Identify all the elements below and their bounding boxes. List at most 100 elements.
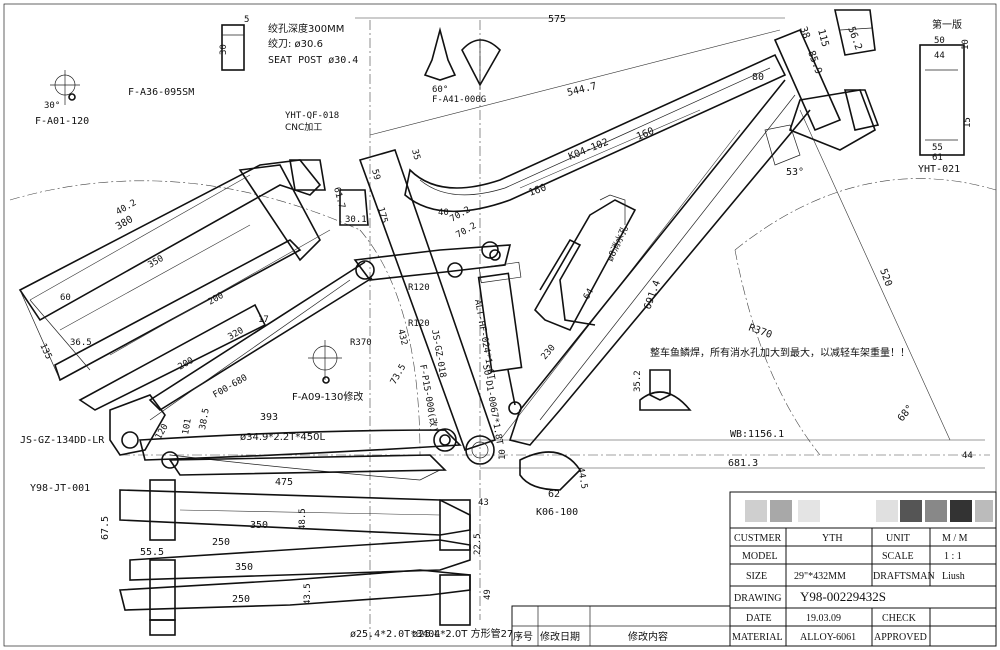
detail-yht021: 第一版 50 44 10 15 55 61 YHT-021 [918, 18, 973, 175]
rev-no-label: 序号 [513, 630, 533, 643]
swingarm-side-view: 40.2 380 350 60 135 36.5 200 200 320 17 [18, 159, 331, 411]
edition-label: 第一版 [932, 18, 962, 31]
dim-352: 35.2 [633, 370, 643, 392]
label-yhtqf: YHT-QF-018 [285, 111, 339, 121]
dim-r370b: R370 [350, 338, 372, 348]
dim-175: 175 [375, 206, 389, 224]
label-fa36: F-A36-095SM [128, 87, 194, 98]
tb-material-label: MATERIAL [732, 632, 783, 643]
detail-fa36: 5 30 F-A36-095SM [128, 15, 249, 98]
dim-10b: 10 [961, 39, 971, 50]
tb-size-value: 29"*432MM [794, 571, 846, 582]
dim-200a: 200 [207, 291, 226, 308]
tb-customer-value: YTH [822, 533, 843, 544]
dim-365: 36.5 [70, 338, 92, 348]
dim-301: 30.1 [345, 215, 367, 225]
tb-draftsman-label: DRAFTSMAN [873, 571, 935, 582]
detail-dropout: 35.2 [633, 369, 692, 411]
seat-notes: 绞孔深度300MM 绞刀: ø30.6 SEAT POST ø30.4 [268, 22, 358, 66]
label-yht021: YHT-021 [918, 164, 960, 175]
dim-575: 575 [548, 14, 566, 25]
dim-681: 681.3 [728, 458, 758, 469]
dim-r120a: R120 [408, 283, 430, 293]
dim-385: 38.5 [198, 407, 212, 430]
dim-49: 49 [483, 589, 493, 600]
dim-200b: 200 [177, 356, 196, 373]
wheelbase-dimensions: WB:1156.1 681.3 44 10 [480, 429, 985, 469]
label-tube349: JS-GZ-018 [429, 329, 447, 379]
dim-350c: 350 [235, 562, 253, 573]
dim-40: 40 [438, 208, 449, 218]
shock-absorber [477, 249, 523, 415]
seat-note-2: 绞刀: ø30.6 [268, 37, 323, 50]
dim-475: 475 [275, 477, 293, 488]
dim-702b: 70.2 [455, 221, 479, 241]
dim-62: 62 [548, 489, 560, 500]
dim-393: 393 [260, 412, 278, 423]
dim-250a: 250 [212, 537, 230, 548]
tb-drawing-label: DRAWING [734, 593, 782, 604]
dim-60: 60 [60, 293, 71, 303]
label-so01: ø8消水孔 [604, 224, 631, 263]
chainstay-top-view: 350 250 67.5 55.5 350 250 48.5 43.5 475 … [100, 477, 493, 636]
label-tube254b: ø34.9*2.2T*450L [240, 432, 325, 443]
tb-material-value: ALLOY-6061 [800, 632, 856, 643]
dim-435: 43.5 [303, 583, 313, 605]
dim-44: 44 [962, 451, 973, 461]
detail-fa01: 30° F-A01-120 [35, 70, 89, 127]
tb-draftsman-value: Liush [942, 571, 965, 582]
dim-432: 432 [395, 328, 409, 346]
dim-50: 50 [934, 36, 945, 46]
tb-drawing-value: Y98-00229432S [800, 589, 886, 604]
detail-yhtqf: YHT-QF-018 CNC加工 [285, 111, 369, 226]
label-jsgz134: JS-GZ-134DD-LR [20, 435, 105, 446]
detail-fa09: F-A09-130修改 [292, 340, 363, 403]
dim-44b: 44 [934, 51, 945, 61]
dim-115: 115 [815, 28, 830, 48]
dim-380: 380 [114, 214, 135, 233]
dim-60b: 60° [432, 85, 448, 95]
title-block: CUSTMER YTH UNIT M / M MODEL SCALE 1 : 1… [511, 491, 997, 647]
label-fa01: F-A01-120 [35, 116, 89, 127]
dim-17: 17 [258, 315, 269, 325]
dim-30b: 30° [44, 101, 60, 111]
tb-customer-label: CUSTMER [734, 533, 782, 544]
main-frame [358, 28, 880, 465]
tb-unit-value: M / M [942, 533, 968, 544]
dim-402: 40.2 [115, 198, 139, 218]
dim-55: 55 [932, 143, 943, 153]
dim-350a: 350 [147, 254, 166, 271]
seat-note-3: SEAT POST ø30.4 [268, 55, 358, 66]
tb-model-label: MODEL [742, 551, 778, 562]
tb-scale-label: SCALE [882, 551, 914, 562]
tb-check-label: CHECK [882, 613, 917, 624]
dim-r370a: R370 [747, 322, 773, 341]
seat-note-1: 绞孔深度300MM [268, 22, 344, 35]
sheet-border [3, 3, 997, 647]
label-k04: ø25.4*2.0T*340L [350, 629, 440, 640]
tb-approved-label: APPROVED [874, 632, 927, 643]
rev-content-label: 修改内容 [628, 630, 668, 643]
dim-225: 22.5 [473, 533, 483, 555]
dim-wb: WB:1156.1 [730, 429, 784, 440]
dim-101: 101 [181, 418, 194, 436]
dim-135: 135 [37, 342, 53, 361]
dim-10: 10 [498, 449, 508, 460]
dim-445: 44.5 [575, 467, 589, 490]
dim-15: 15 [963, 117, 973, 128]
dim-5: 5 [244, 15, 249, 25]
dim-80: 80 [752, 72, 764, 83]
label-fa41: F-A41-000G [432, 95, 486, 105]
dim-250b: 250 [232, 594, 250, 605]
dim-555: 55.5 [140, 547, 164, 558]
label-cnc: CNC加工 [285, 122, 322, 133]
dim-61: 61 [932, 153, 943, 163]
dim-735: 73.5 [389, 363, 409, 387]
dim-59: 59 [369, 168, 381, 181]
label-althf: K04-102 [567, 137, 610, 163]
label-k06: K06-100 [536, 507, 578, 518]
rear-triangle [109, 241, 512, 481]
dim-702: 70.2 [449, 205, 473, 225]
dim-230: 230 [540, 343, 558, 362]
